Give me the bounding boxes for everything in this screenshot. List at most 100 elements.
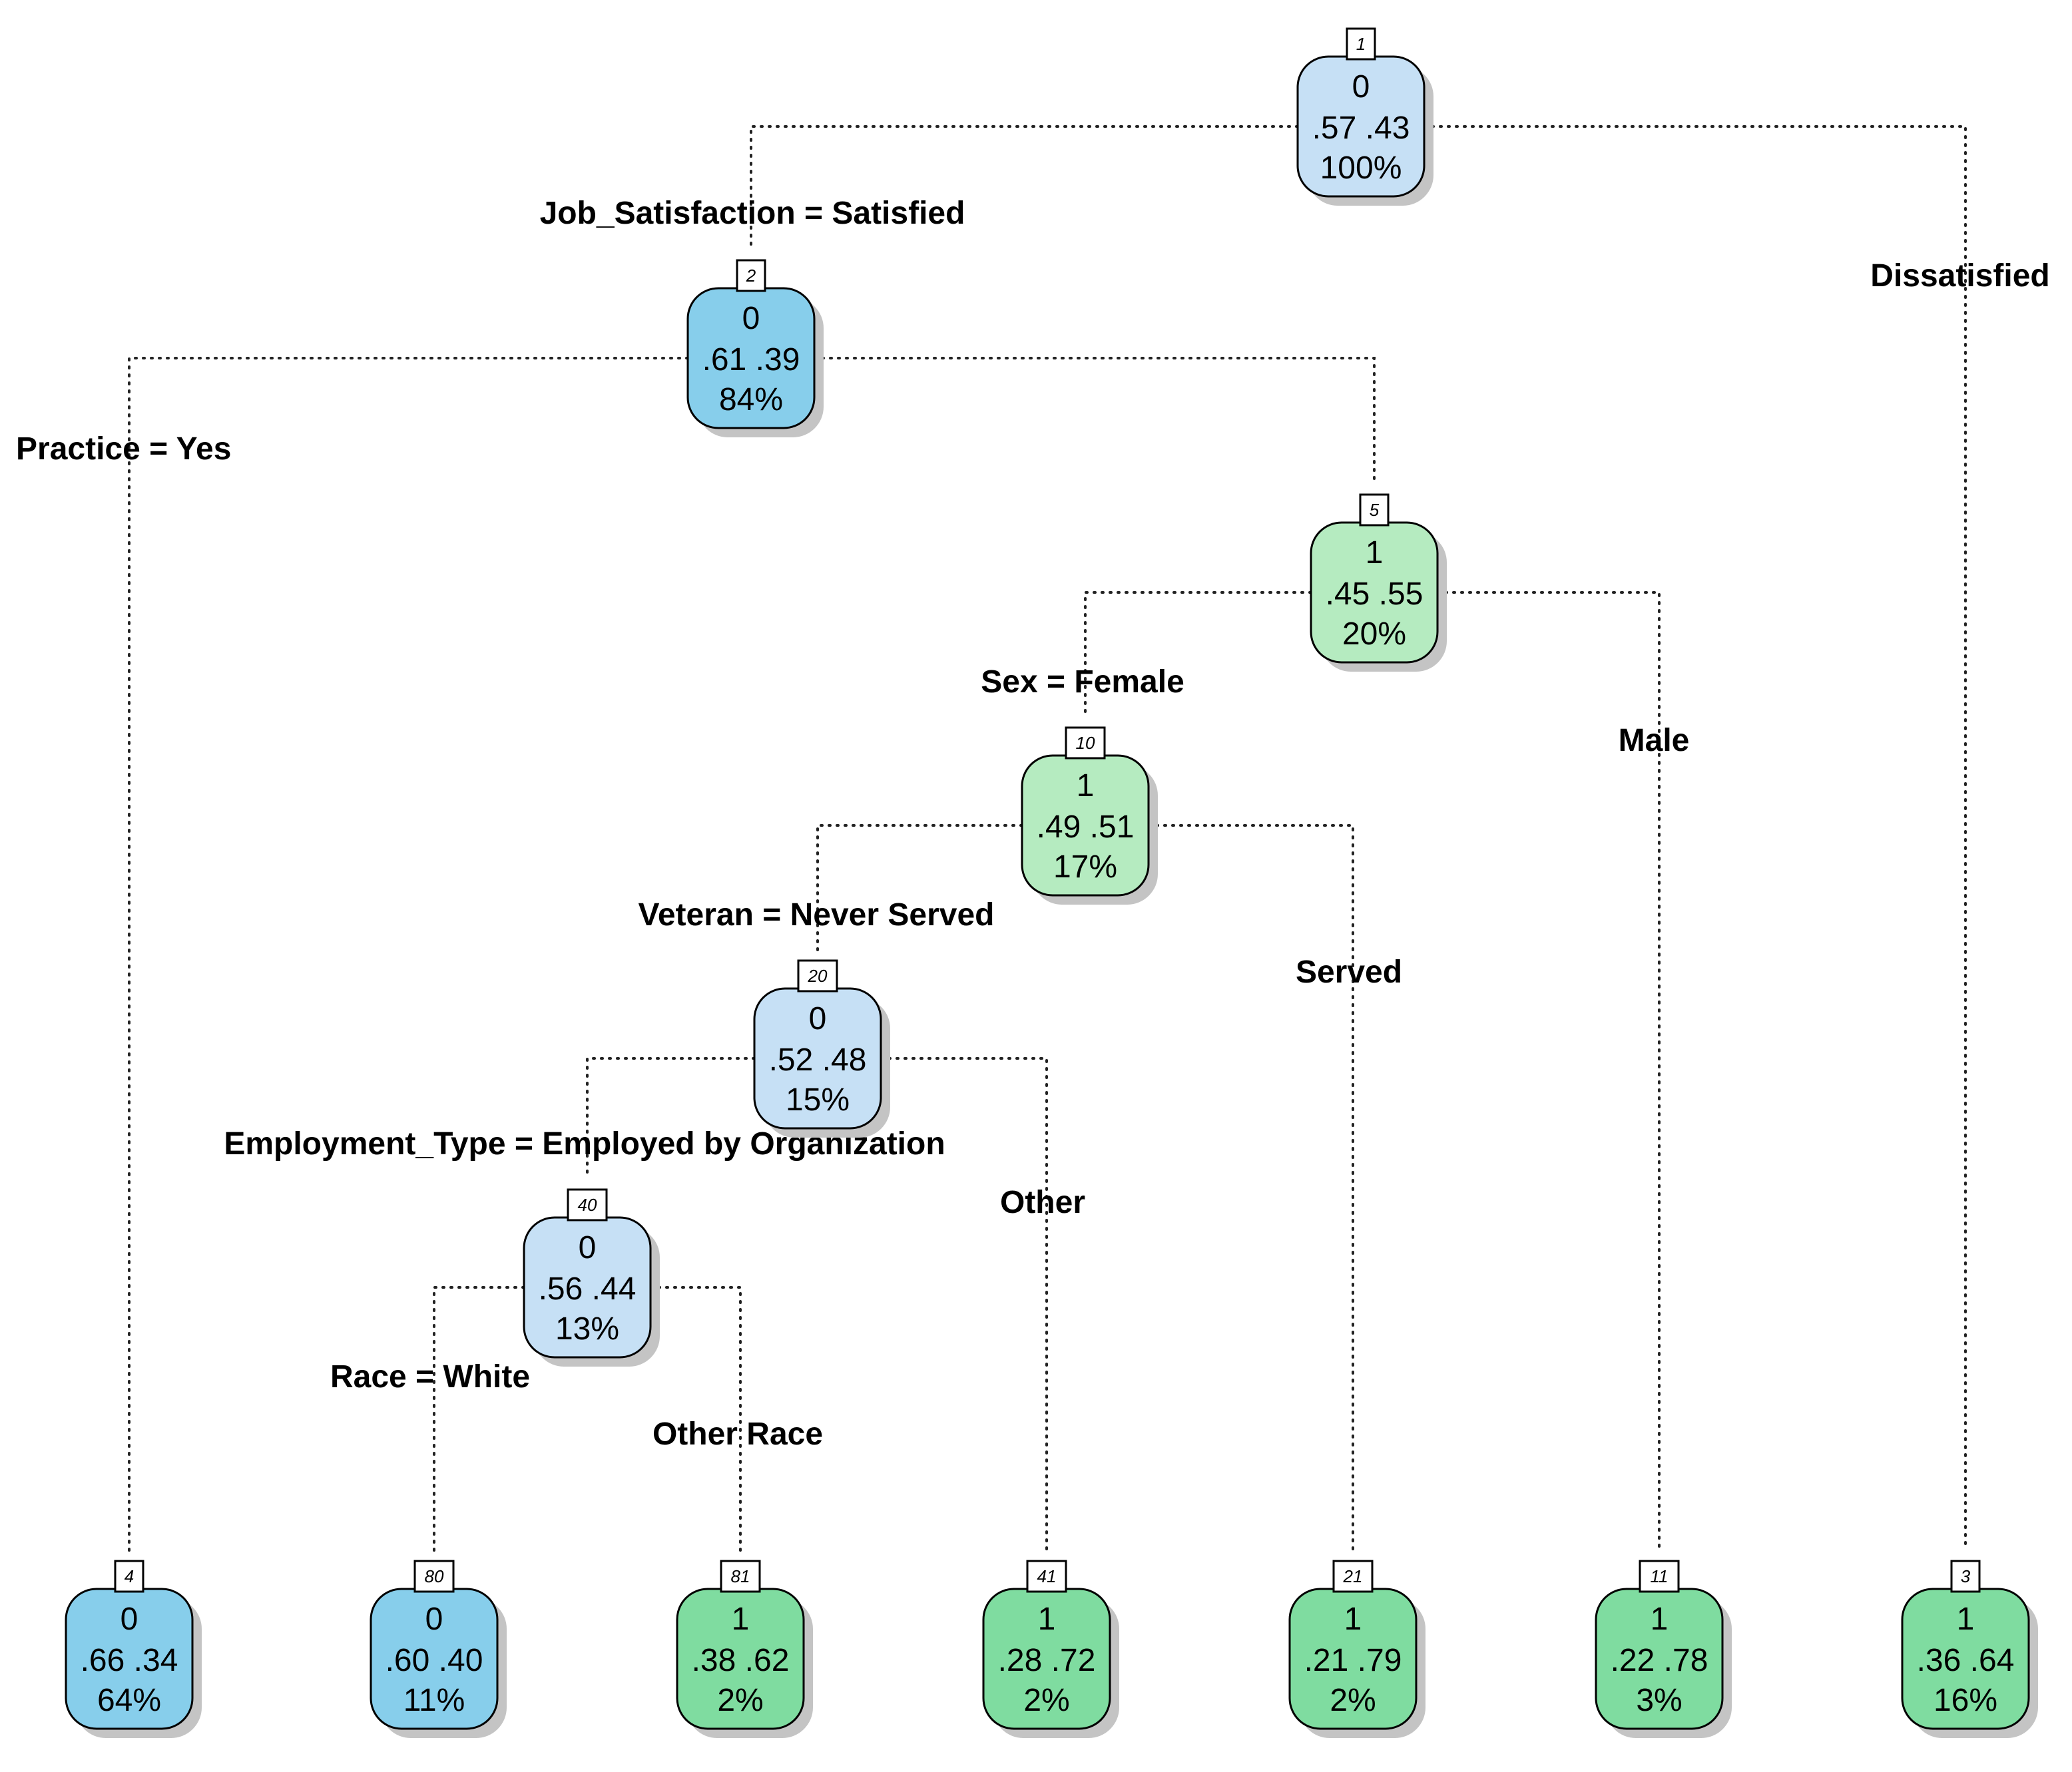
node-percentage: 15%: [786, 1082, 850, 1118]
node-id-box: [1950, 1560, 1981, 1593]
edge-5-to-10: [1084, 591, 1312, 718]
node-id-box: [1065, 726, 1106, 760]
node-id: 80: [425, 1566, 444, 1586]
node-id: 21: [1343, 1566, 1363, 1586]
tree-node-81: 81 1 .38 .62 2%: [676, 1560, 813, 1738]
edge-40-to-80: [433, 1286, 525, 1552]
tree-node-1: 1 0 .57 .43 100%: [1296, 27, 1433, 206]
node-id: 2: [746, 266, 756, 286]
node-percentage: 11%: [403, 1683, 465, 1718]
node-probabilities: .57 .43: [1312, 111, 1410, 146]
node-id-box: [1639, 1560, 1680, 1593]
node-id: 40: [578, 1195, 597, 1215]
node-percentage: 64%: [97, 1683, 161, 1718]
node-id: 81: [731, 1566, 750, 1586]
node-id-box: [413, 1560, 455, 1593]
node-id-box: [1026, 1560, 1067, 1593]
tree-node-41: 411.28 .722%: [982, 1560, 1119, 1738]
edge-2-to-4: [128, 357, 689, 1552]
node-id-box: [797, 959, 838, 993]
node-probabilities: .22 .78: [1611, 1643, 1708, 1678]
node-probabilities: .52 .48: [769, 1042, 867, 1078]
tree-node-10: 10 1 .49 .51 17%: [1021, 726, 1158, 905]
node-id: 41: [1037, 1566, 1057, 1586]
split-label-race: Race = White: [330, 1359, 530, 1395]
node-class-label: 1: [1077, 768, 1095, 803]
node-percentage: 17%: [1053, 849, 1117, 885]
node-class-label: 0: [809, 1001, 827, 1036]
split-label-served: Served: [1296, 955, 1402, 990]
split-label-sex: Sex = Female: [981, 664, 1184, 700]
split-label-veteran: Veteran = Never Served: [638, 897, 994, 933]
tree-node-20: 20 0 .52 .48 15%: [753, 959, 890, 1138]
edge-10-to-21: [1147, 824, 1354, 1552]
tree-node-11: 111.22 .783%: [1595, 1560, 1732, 1738]
split-label-other-race: Other Race: [652, 1417, 823, 1452]
tree-edges: [128, 125, 1967, 1552]
edge-40-to-81: [649, 1286, 742, 1552]
node-id-box: [736, 259, 766, 292]
edge-20-to-40: [586, 1057, 756, 1180]
node-id-box: [1359, 493, 1390, 527]
node-id: 4: [125, 1566, 134, 1586]
node-id: 5: [1370, 500, 1380, 520]
tree-node-4: 4 0 .66 .34 64%: [65, 1560, 202, 1738]
node-class-label: 1: [1651, 1602, 1669, 1637]
node-probabilities: .61 .39: [702, 342, 800, 377]
node-percentage: 2%: [1330, 1683, 1376, 1718]
node-id-box: [1346, 27, 1376, 61]
node-class-label: 1: [732, 1602, 750, 1637]
node-probabilities: .66 .34: [81, 1643, 178, 1678]
node-class-label: 0: [1352, 69, 1370, 105]
node-probabilities: .49 .51: [1037, 809, 1135, 845]
node-class-label: 1: [1038, 1602, 1056, 1637]
split-label-male: Male: [1619, 723, 1690, 758]
split-label-dissatisfied: Dissatisfied: [1870, 258, 2049, 294]
split-labels: Job_Satisfaction = Satisfied Dissatisfie…: [16, 196, 2050, 1452]
edge-1-to-2: [750, 125, 1299, 251]
tree-node-5: 5 1 .45 .55 20%: [1310, 493, 1447, 672]
node-percentage: 2%: [1023, 1683, 1069, 1718]
node-probabilities: .60 .40: [386, 1643, 483, 1678]
node-percentage: 3%: [1636, 1683, 1682, 1718]
node-probabilities: .38 .62: [692, 1643, 790, 1678]
edge-5-to-11: [1436, 591, 1661, 1552]
node-percentage: 100%: [1320, 150, 1402, 186]
node-percentage: 20%: [1342, 616, 1406, 652]
split-label-other: Other: [1000, 1185, 1085, 1220]
node-id: 10: [1076, 733, 1095, 753]
node-id-box: [1332, 1560, 1374, 1593]
tree-node-21: 211.21 .792%: [1288, 1560, 1425, 1738]
node-id-box: [114, 1560, 144, 1593]
node-probabilities: .45 .55: [1326, 576, 1424, 612]
node-percentage: 84%: [719, 382, 783, 417]
tree-node-2: 2 0 .61 .39 84%: [686, 259, 824, 437]
node-id: 20: [808, 966, 828, 986]
node-id: 1: [1356, 34, 1366, 54]
node-probabilities: .56 .44: [539, 1271, 637, 1307]
edge-10-to-20: [816, 824, 1023, 951]
node-class-label: 1: [1957, 1602, 1975, 1637]
edge-20-to-41: [880, 1057, 1048, 1552]
split-label-practice: Practice = Yes: [16, 431, 231, 467]
node-class-label: 1: [1366, 535, 1384, 570]
node-class-label: 0: [121, 1602, 138, 1637]
node-id-box: [567, 1188, 608, 1221]
node-class-label: 1: [1344, 1602, 1362, 1637]
edge-2-to-5: [813, 357, 1376, 485]
tree-node-40: 40 0 .56 .44 13%: [523, 1188, 660, 1367]
split-label-job-satisfaction: Job_Satisfaction = Satisfied: [540, 196, 965, 231]
node-id-box: [720, 1560, 761, 1593]
node-percentage: 2%: [717, 1683, 763, 1718]
node-class-label: 0: [425, 1602, 443, 1637]
edge-1-to-3: [1423, 125, 1967, 1552]
node-class-label: 0: [579, 1230, 597, 1265]
node-probabilities: .36 .64: [1917, 1643, 2015, 1678]
node-percentage: 13%: [555, 1311, 619, 1347]
node-id: 3: [1961, 1566, 1971, 1586]
tree-node-80: 80 0 .60 .40 11%: [370, 1560, 507, 1738]
node-class-label: 0: [742, 301, 760, 336]
